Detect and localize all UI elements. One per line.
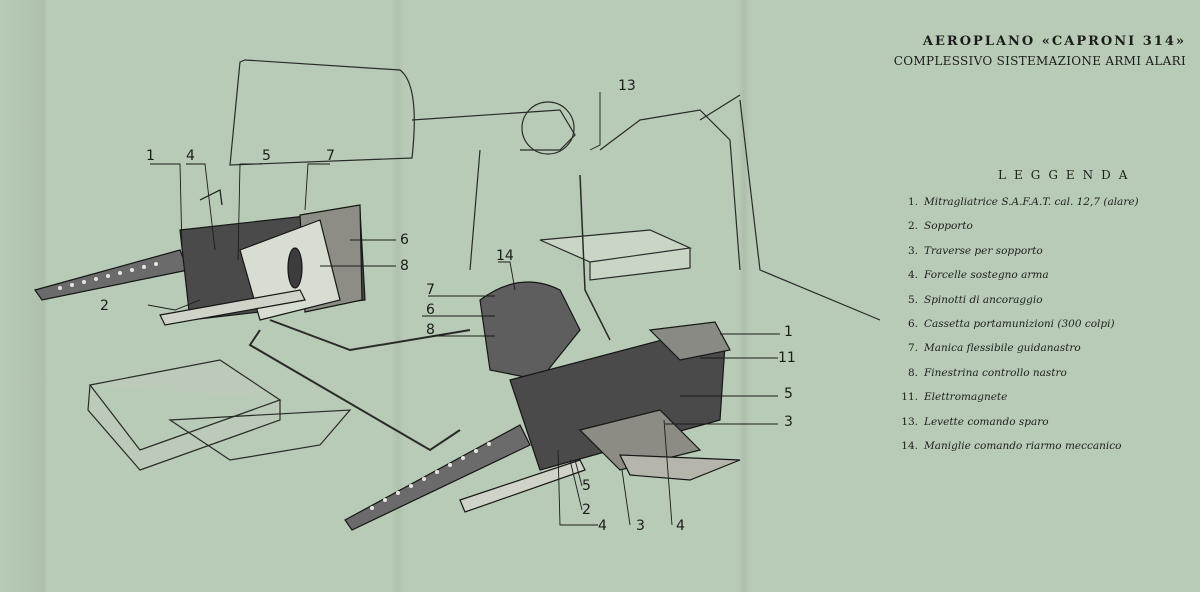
seat bbox=[539, 229, 693, 281]
legend-item: 2. Sopporto bbox=[900, 220, 1190, 244]
legend-text: Cassetta portamunizioni (300 colpi) bbox=[924, 317, 1115, 330]
callout-11: 11 bbox=[778, 350, 796, 366]
legend-item: 3. Traverse per sopporto bbox=[900, 245, 1190, 269]
legend-item: 7. Manica flessibile guidanastro bbox=[900, 342, 1190, 366]
callout-5a: 5 bbox=[262, 148, 271, 164]
callout-2c: 2 bbox=[582, 502, 591, 518]
callout-1b: 1 bbox=[784, 324, 793, 340]
legend-text: Traverse per sopporto bbox=[924, 244, 1043, 257]
legend-num: 4. bbox=[907, 269, 918, 282]
legend-num: 14. bbox=[901, 439, 918, 452]
callout-3b: 3 bbox=[784, 414, 793, 430]
legend-text: Spinotti di ancoraggio bbox=[924, 293, 1043, 306]
legend-num: 5. bbox=[907, 293, 918, 306]
legend-item: 6. Cassetta portamunizioni (300 colpi) bbox=[900, 318, 1190, 342]
legend-item: 11. Elettromagnete bbox=[900, 391, 1190, 415]
legend-text: Sopporto bbox=[924, 220, 973, 233]
legend-num: 2. bbox=[907, 220, 918, 233]
cockpit-frame bbox=[411, 109, 576, 151]
callout-6a: 6 bbox=[400, 232, 409, 248]
left-lever bbox=[199, 189, 223, 206]
right-gun-assembly bbox=[344, 281, 741, 531]
cockpit-structure bbox=[469, 109, 741, 271]
control-wheel bbox=[521, 101, 575, 155]
legend-text: Maniglie comando riarmo meccanico bbox=[924, 439, 1122, 452]
callout-13: 13 bbox=[618, 78, 636, 94]
callout-3c: 3 bbox=[636, 518, 645, 534]
legend-num: 11. bbox=[901, 391, 918, 404]
legend-text: Forcelle sostegno arma bbox=[924, 269, 1049, 282]
right-gun-barrel bbox=[344, 424, 531, 531]
right-gun-receiver bbox=[648, 321, 731, 361]
title-line2: COMPLESSIVO SISTEMAZIONE ARMI ALARI bbox=[893, 54, 1186, 68]
callout-7b: 7 bbox=[426, 282, 435, 298]
right-support bbox=[578, 409, 702, 471]
drum bbox=[479, 281, 581, 381]
legend-num: 13. bbox=[901, 415, 918, 428]
legend-item: 1. Mitragliatrice S.A.F.A.T. cal. 12,7 (a… bbox=[900, 196, 1190, 220]
callout-1a: 1 bbox=[146, 148, 155, 164]
legend-item: 4. Forcelle sostegno arma bbox=[900, 269, 1190, 293]
legend-text: Finestrina controllo nastro bbox=[924, 366, 1067, 379]
legend-num: 1. bbox=[907, 196, 918, 208]
legend-item: 8. Finestrina controllo nastro bbox=[900, 367, 1190, 391]
callout-2a: 2 bbox=[100, 298, 109, 314]
callout-14: 14 bbox=[496, 248, 514, 264]
title-block: AEROPLANO «CAPRONI 314» COMPLESSIVO SIST… bbox=[886, 34, 1186, 68]
legend-text: Mitragliatrice S.A.F.A.T. cal. 12,7 (ala… bbox=[924, 196, 1139, 208]
callout-6b: 6 bbox=[426, 302, 435, 318]
legend-item: 14. Maniglie comando riarmo meccanico bbox=[900, 440, 1190, 464]
legend-item: 13. Levette comando sparo bbox=[900, 416, 1190, 440]
callout-8b: 8 bbox=[426, 322, 435, 338]
legend-num: 3. bbox=[907, 244, 918, 257]
floor-plate bbox=[168, 409, 352, 461]
legend-item: 5. Spinotti di ancoraggio bbox=[900, 294, 1190, 318]
legend: LEGGENDA 1. Mitragliatrice S.A.F.A.T. cal… bbox=[900, 168, 1190, 464]
pipe-b bbox=[269, 319, 471, 352]
callout-4c: 4 bbox=[598, 518, 607, 534]
callout-4d: 4 bbox=[676, 518, 685, 534]
left-window bbox=[287, 247, 303, 289]
legend-heading: LEGGENDA bbox=[998, 168, 1136, 182]
left-gun-assembly bbox=[34, 189, 366, 326]
pipe-a bbox=[248, 329, 461, 452]
legend-text: Manica flessibile guidanastro bbox=[924, 342, 1081, 355]
title-line1: AEROPLANO «CAPRONI 314» bbox=[922, 34, 1186, 49]
legend-num: 8. bbox=[907, 366, 918, 379]
right-rail bbox=[459, 459, 586, 513]
right-frame bbox=[699, 94, 881, 321]
legend-text: Levette comando sparo bbox=[924, 415, 1049, 428]
legend-text: Elettromagnete bbox=[924, 391, 1008, 404]
seat-back-outline bbox=[229, 59, 415, 166]
callout-5c: 5 bbox=[582, 478, 591, 494]
callout-7a: 7 bbox=[326, 148, 335, 164]
left-gun-barrel bbox=[34, 249, 189, 301]
callout-4a: 4 bbox=[186, 148, 195, 164]
callout-5b: 5 bbox=[784, 386, 793, 402]
legend-num: 6. bbox=[907, 317, 918, 330]
right-support-bracket bbox=[619, 454, 741, 481]
callout-8a: 8 bbox=[400, 258, 409, 274]
legend-num: 7. bbox=[907, 342, 918, 355]
left-rail bbox=[159, 289, 306, 326]
cable-13 bbox=[579, 174, 611, 341]
